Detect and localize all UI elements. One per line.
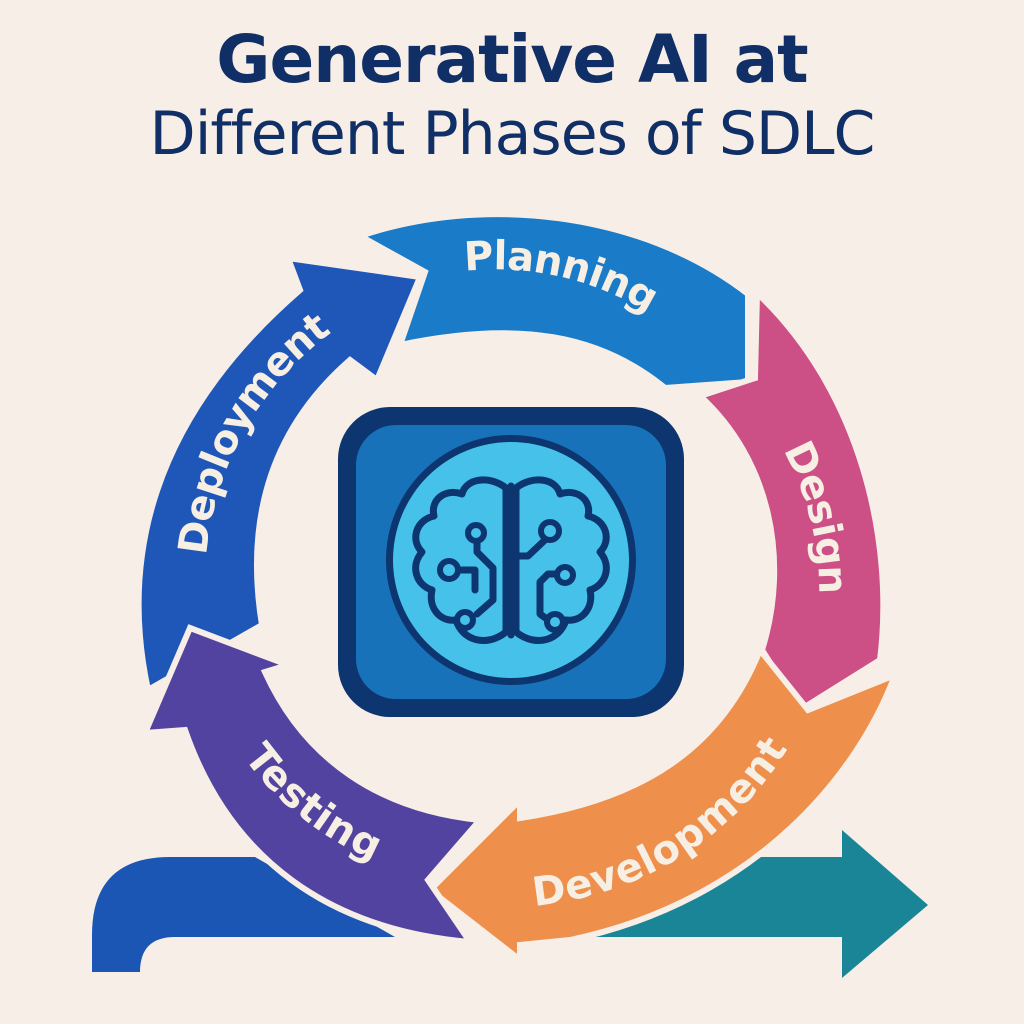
page-title: Generative AI at Different Phases of SDL… — [0, 22, 1024, 170]
ai-brain-circuit-icon — [338, 407, 684, 717]
phase-planning-arrow — [352, 211, 751, 392]
phase-development-arrow — [425, 644, 901, 967]
phase-testing-arrow — [140, 624, 487, 946]
bottom-left-hook-arrow — [92, 857, 395, 972]
phase-deployment-arrow — [135, 254, 425, 695]
title-line-1: Generative AI at — [216, 21, 808, 98]
title-line-2: Different Phases of SDLC — [149, 99, 876, 169]
phase-design-arrow — [694, 286, 887, 715]
